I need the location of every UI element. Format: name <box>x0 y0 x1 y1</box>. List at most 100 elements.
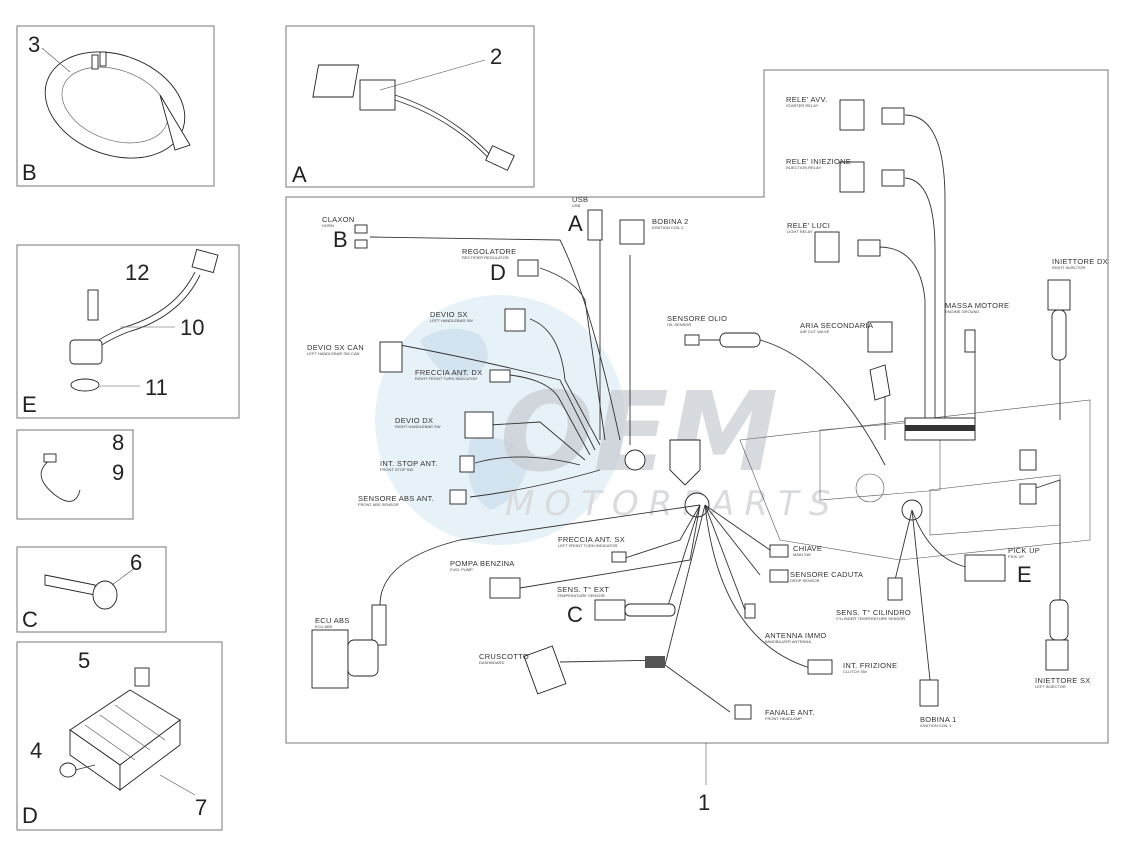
label-bobina2-main: BOBINA 2 <box>652 217 689 226</box>
label-sens-ext: SENS. T° EXT TEMPERATURE SENSOR C <box>557 585 609 627</box>
watermark-sub: MOTORPARTS <box>505 484 840 524</box>
label-rele-avv: RELE' AVV. STARTER RELAY <box>786 95 827 108</box>
label-int-frizione: INT. FRIZIONE CLUTCH SW <box>843 661 897 674</box>
label-usb-letter: A <box>568 211 583 236</box>
panel-pickup-number-12: 12 <box>125 260 149 285</box>
label-regolatore-main: REGOLATORE <box>462 247 516 256</box>
label-iniettore-dx: INIETTORE DX RIGHT INJECTOR <box>1052 257 1108 270</box>
label-fanale-main: FANALE ANT. <box>765 708 815 717</box>
label-aria-sec-main: ARIA SECONDARIA <box>800 321 873 330</box>
label-regolatore-sub: RECTIFIER REGULATOR <box>462 255 509 260</box>
label-bobina2: BOBINA 2 IGNITION COIL 2 <box>652 217 689 230</box>
label-claxon-letter: B <box>333 227 348 252</box>
label-rele-luci-sub: LIGHT RELAY <box>787 229 813 234</box>
label-cruscotto: CRUSCOTTO DASHBOARD <box>479 652 529 665</box>
label-usb: USB USB A <box>568 195 588 236</box>
label-iniettore-sx-main: INIETTORE SX <box>1035 676 1091 685</box>
panel-temp-sensor[interactable]: 6 C <box>16 546 167 633</box>
label-fanale-sub: FRONT HEADLAMP <box>765 716 802 721</box>
label-ecu-abs-sub: ECU ABS <box>315 624 333 629</box>
label-chiave-main: CHIAVE <box>793 544 822 553</box>
label-aria-sec: ARIA SECONDARIA AIR CUT VALVE <box>800 321 873 334</box>
label-regolatore-letter: D <box>490 260 506 285</box>
label-chiave: CHIAVE MAIN SW <box>793 544 822 557</box>
panel-temp-sensor-letter: C <box>22 607 38 632</box>
label-sensore-caduta-sub: DROP SENSOR <box>790 578 820 583</box>
label-rele-inj: RELE' INIEZIONE INJECTION RELAY <box>786 157 851 170</box>
panel-regulator-number-5: 5 <box>78 648 90 673</box>
harness-frame: 1 <box>285 69 1109 815</box>
panel-pickup-letter: E <box>22 392 37 417</box>
watermark: OEM MOTORPARTS <box>375 295 840 545</box>
panel-clip[interactable]: 8 9 <box>16 429 134 520</box>
label-sensore-olio: SENSORE OLIO OIL SENSOR <box>667 314 727 327</box>
label-devio-sx-can-main: DEVIO SX CAN <box>307 343 364 352</box>
label-sens-ext-main: SENS. T° EXT <box>557 585 609 594</box>
label-devio-sx: DEVIO SX LEFT HANDLEBAR SW <box>430 310 473 323</box>
panel-usb[interactable]: 2 A <box>285 25 535 188</box>
label-fanale: FANALE ANT. FRONT HEADLAMP <box>765 708 815 721</box>
panel-horn[interactable]: 3 B <box>16 25 215 187</box>
label-sensore-olio-sub: OIL SENSOR <box>667 322 691 327</box>
label-int-frizione-sub: CLUTCH SW <box>843 669 867 674</box>
panel-regulator[interactable]: 5 4 7 D <box>16 641 223 831</box>
harness-number: 1 <box>698 790 710 815</box>
label-usb-sub: USB <box>572 203 581 208</box>
label-aria-sec-sub: AIR CUT VALVE <box>800 329 830 334</box>
panel-horn-letter: B <box>22 160 37 185</box>
label-claxon-sub: HORN <box>322 223 334 228</box>
label-bobina1-sub: IGNITION COIL 1 <box>920 723 952 728</box>
label-ecu-abs-main: ECU ABS <box>315 616 350 625</box>
label-pompa-main: POMPA BENZINA <box>450 559 515 568</box>
label-sens-cil-sub: CYLINDER TEMPERATURE SENSOR <box>836 616 905 621</box>
label-iniettore-sx: INIETTORE SX LEFT INJECTOR <box>1035 676 1091 689</box>
label-bobina1-main: BOBINA 1 <box>920 715 957 724</box>
label-devio-sx-can-sub: LEFT HANDLEBAR SW CAN <box>307 351 359 356</box>
label-devio-sx-can: DEVIO SX CAN LEFT HANDLEBAR SW CAN <box>307 343 364 356</box>
label-rele-avv-sub: STARTER RELAY <box>786 103 819 108</box>
label-pickup-letter: E <box>1017 562 1032 587</box>
label-sensore-abs-main: SENSORE ABS ANT. <box>358 494 434 503</box>
panel-pickup-number-11: 11 <box>145 375 168 400</box>
label-ecu-abs: ECU ABS ECU ABS <box>315 616 350 629</box>
panel-usb-number: 2 <box>490 44 502 69</box>
label-usb-main: USB <box>572 195 588 204</box>
label-devio-dx: DEVIO DX RIGHT HANDLEBAR SW <box>395 416 441 429</box>
connectors <box>311 99 1071 720</box>
label-cruscotto-sub: DASHBOARD <box>479 660 504 665</box>
panel-horn-number: 3 <box>28 32 40 57</box>
label-rele-inj-sub: INJECTION RELAY <box>786 165 821 170</box>
label-freccia-sx-main: FRECCIA ANT. SX <box>558 535 625 544</box>
label-sensore-caduta-main: SENSORE CADUTA <box>790 570 863 579</box>
label-sensore-abs-sub: FRONT ABS SENSOR <box>358 502 399 507</box>
label-antenna: ANTENNA IMMO IMMOBILIZER ANTENNA <box>765 631 826 644</box>
label-iniettore-dx-main: INIETTORE DX <box>1052 257 1108 266</box>
label-iniettore-sx-sub: LEFT INJECTOR <box>1035 684 1066 689</box>
label-devio-dx-main: DEVIO DX <box>395 416 433 425</box>
label-int-stop: INT. STOP ANT. FRONT STOP SW <box>380 459 437 472</box>
label-rele-luci: RELE' LUCI LIGHT RELAY <box>787 221 830 234</box>
label-massa-main: MASSA MOTORE <box>945 301 1009 310</box>
label-sens-ext-letter: C <box>567 602 583 627</box>
label-pickup: PICK UP PICK UP E <box>1008 546 1040 587</box>
label-massa-sub: ENGINE GROUND <box>945 309 979 314</box>
panel-clip-number-8: 8 <box>112 430 124 455</box>
label-bobina1: BOBINA 1 IGNITION COIL 1 <box>920 715 957 728</box>
panel-regulator-number-7: 7 <box>195 795 207 820</box>
label-regolatore: REGOLATORE RECTIFIER REGULATOR D <box>462 247 516 285</box>
label-pompa-sub: FUEL PUMP <box>450 567 473 572</box>
label-freccia-dx: FRECCIA ANT. DX RIGHT FRONT TURN INDICAT… <box>415 368 482 381</box>
panel-clip-number-9: 9 <box>112 460 124 485</box>
panel-regulator-letter: D <box>22 803 38 828</box>
label-devio-dx-sub: RIGHT HANDLEBAR SW <box>395 424 441 429</box>
panel-temp-sensor-number: 6 <box>130 550 142 575</box>
panel-usb-letter: A <box>292 162 307 187</box>
label-devio-sx-main: DEVIO SX <box>430 310 468 319</box>
panel-pickup[interactable]: 12 10 11 E <box>16 244 240 419</box>
label-massa: MASSA MOTORE ENGINE GROUND <box>945 301 1009 314</box>
label-sensore-abs: SENSORE ABS ANT. FRONT ABS SENSOR <box>358 494 434 507</box>
label-freccia-sx: FRECCIA ANT. SX LEFT FRONT TURN INDICATO… <box>558 535 625 548</box>
label-pickup-sub: PICK UP <box>1008 554 1024 559</box>
label-pickup-main: PICK UP <box>1008 546 1040 555</box>
